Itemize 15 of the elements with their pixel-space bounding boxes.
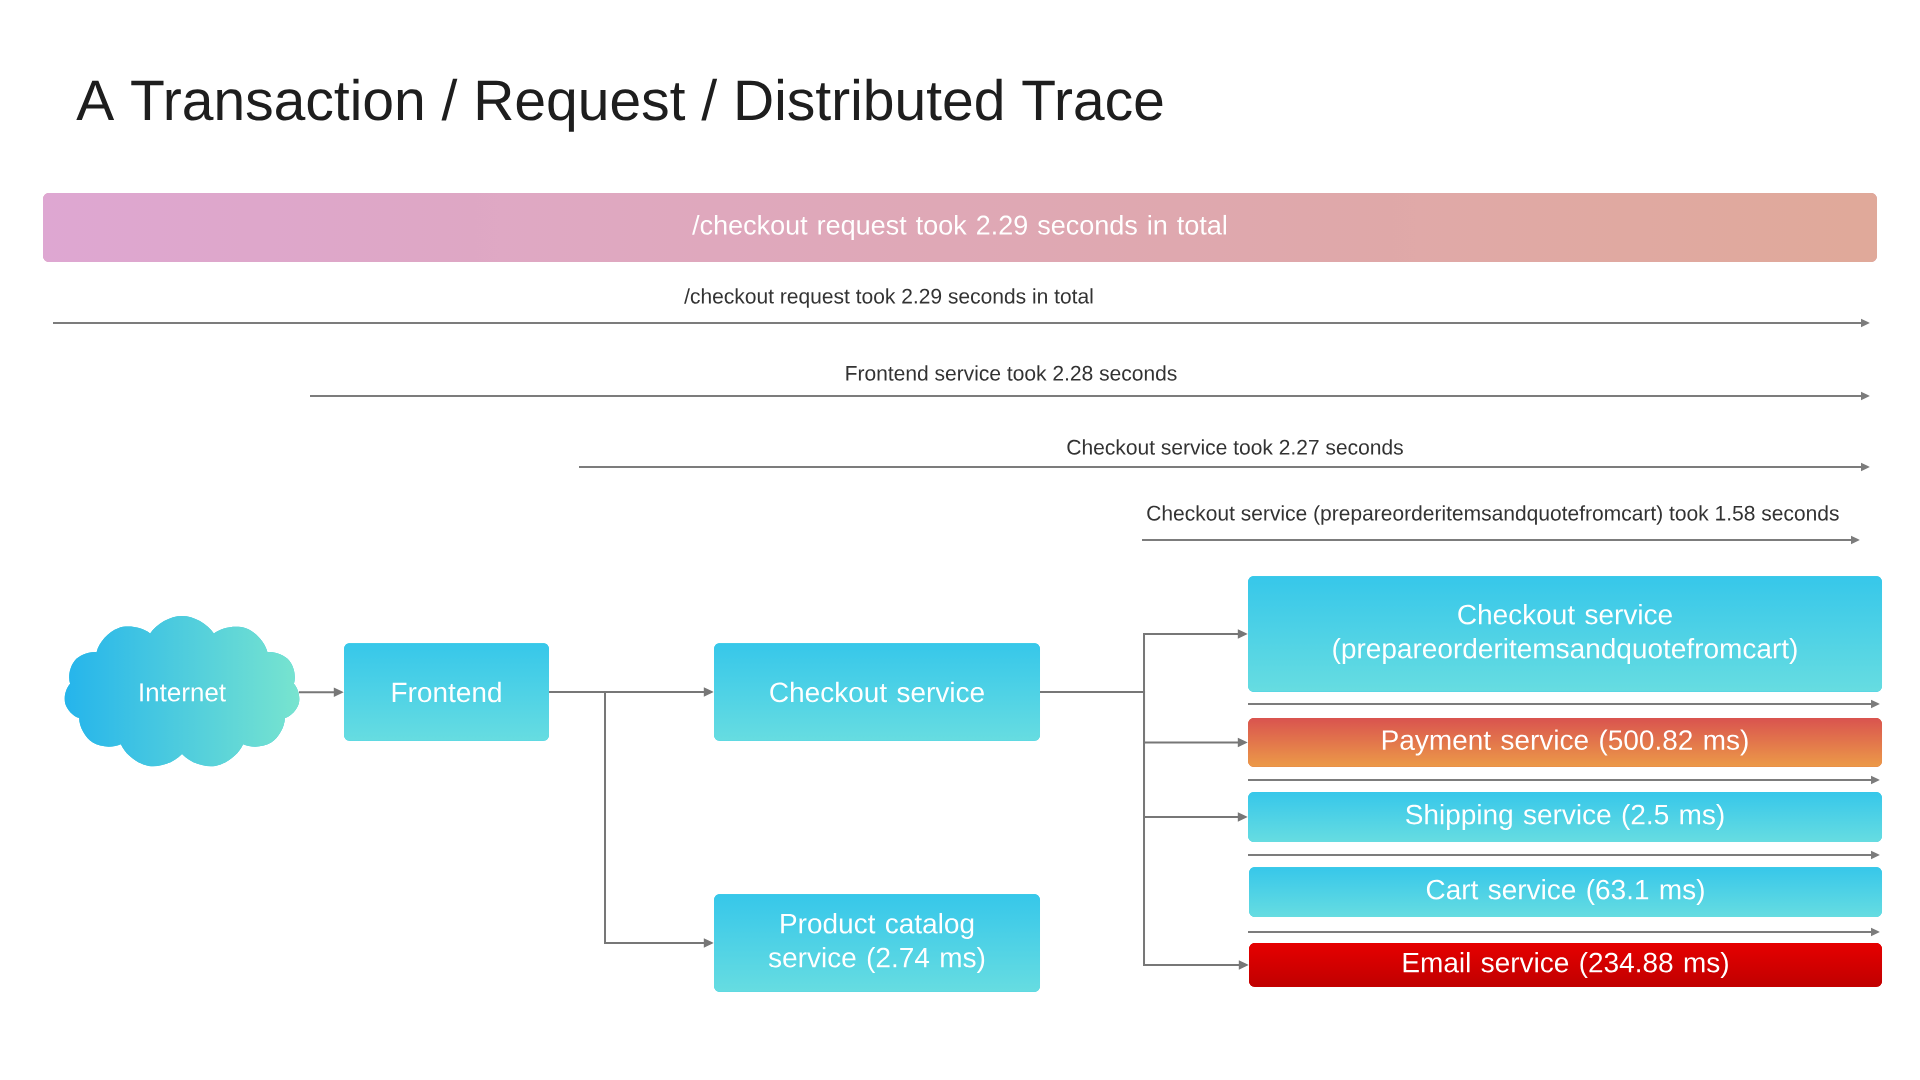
service-bar: Payment service (500.82 ms) — [1248, 718, 1882, 767]
service-box: Checkout service (prepareorderitemsandquotefromcart) — [1248, 576, 1882, 692]
service-box: Product catalog service (2.74 ms) — [714, 894, 1040, 992]
title: A Transaction / Request / Distributed Trace — [76, 78, 1163, 132]
service-bar: Cart service (63.1 ms) — [1249, 867, 1882, 917]
duration-label: /checkout request took 2.29 seconds in total — [684, 288, 1093, 308]
duration-label: Checkout service (prepareorderitemsandquotefromcart) took 1.58 seconds — [1147, 505, 1839, 525]
service-bar: Shipping service (2.5 ms) — [1248, 792, 1882, 842]
internet-cloud: Internet — [64, 616, 300, 767]
service-box: Checkout service — [714, 643, 1040, 741]
total-duration-bar: /checkout request took 2.29 seconds in total — [43, 193, 1877, 262]
service-box: Frontend — [344, 643, 549, 741]
duration-label: Checkout service took 2.27 seconds — [1067, 439, 1403, 455]
service-bar: Email service (234.88 ms) — [1249, 943, 1882, 987]
duration-label: Frontend service took 2.28 seconds — [846, 365, 1177, 381]
